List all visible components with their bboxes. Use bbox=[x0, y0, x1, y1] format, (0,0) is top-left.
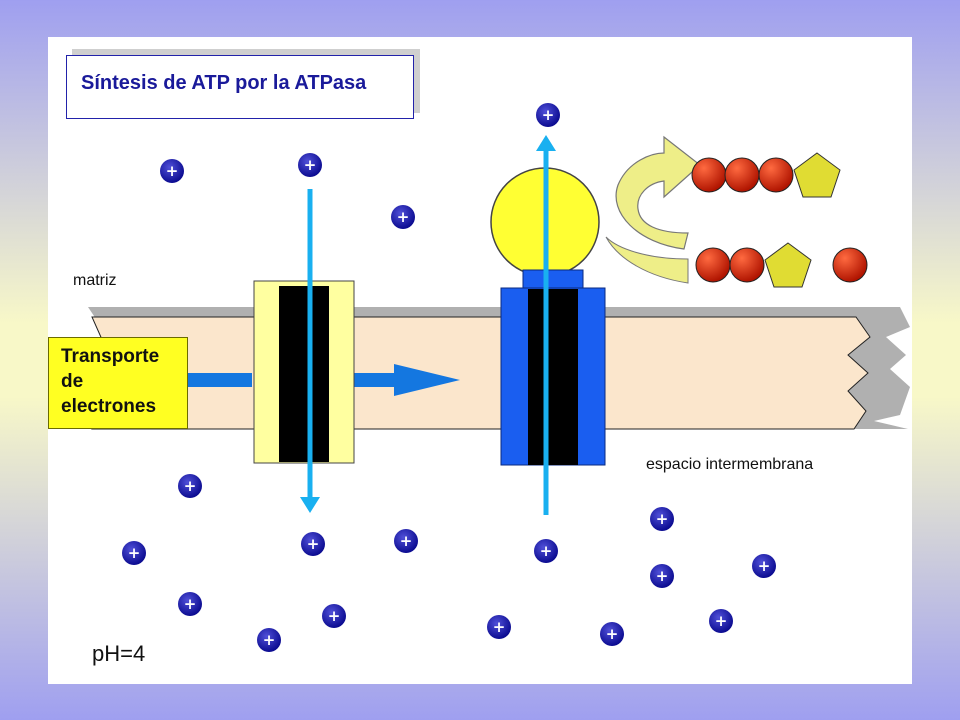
proton-sign: + bbox=[606, 625, 619, 643]
proton-pump-complex bbox=[253, 280, 355, 464]
synthesis-curved-arrow bbox=[605, 135, 701, 284]
page-title: Síntesis de ATP por la ATPasa bbox=[81, 72, 367, 94]
membrane bbox=[88, 307, 910, 430]
proton: + bbox=[394, 529, 418, 553]
proton-sign: + bbox=[715, 612, 728, 630]
phosphate bbox=[724, 157, 760, 193]
proton: + bbox=[160, 159, 184, 183]
electron-transport-box: Transporte de electrones bbox=[48, 337, 188, 429]
free-phosphate bbox=[832, 247, 868, 283]
proton-sign: + bbox=[184, 595, 197, 613]
diagram-canvas: + + + + + + + + + + + + + + + + + + Síntesis de ATP por l… bbox=[48, 37, 912, 684]
proton: + bbox=[257, 628, 281, 652]
proton: + bbox=[391, 205, 415, 229]
proton: + bbox=[301, 532, 325, 556]
proton-sign: + bbox=[493, 618, 506, 636]
electron-flow-arrow bbox=[186, 364, 460, 396]
proton: + bbox=[650, 564, 674, 588]
proton-sign: + bbox=[758, 557, 771, 575]
ribose-pentagon bbox=[764, 242, 812, 288]
phosphate bbox=[758, 157, 794, 193]
proton: + bbox=[709, 609, 733, 633]
proton-sign: + bbox=[128, 544, 141, 562]
proton: + bbox=[322, 604, 346, 628]
transport-line-2: de bbox=[61, 371, 84, 392]
proton-sign: + bbox=[328, 607, 341, 625]
phosphate bbox=[695, 247, 731, 283]
protons-group: + + + + + + + + + + + + + + + + + + bbox=[122, 103, 776, 652]
proton: + bbox=[752, 554, 776, 578]
proton: + bbox=[600, 622, 624, 646]
proton-sign: + bbox=[397, 208, 410, 226]
proton: + bbox=[178, 474, 202, 498]
proton-sign: + bbox=[184, 477, 197, 495]
proton: + bbox=[298, 153, 322, 177]
proton-sign: + bbox=[400, 532, 413, 550]
proton-sign: + bbox=[542, 106, 555, 124]
proton-sign: + bbox=[656, 567, 669, 585]
transport-line-1: Transporte bbox=[61, 346, 160, 367]
adp-and-phosphate bbox=[695, 242, 868, 288]
stalk bbox=[522, 269, 584, 291]
proton: + bbox=[487, 615, 511, 639]
proton: + bbox=[650, 507, 674, 531]
matrix-label: matriz bbox=[73, 272, 117, 289]
proton-arrow-up bbox=[536, 135, 556, 515]
intermembrane-label: espacio intermembrana bbox=[646, 456, 814, 473]
proton-sign: + bbox=[166, 162, 179, 180]
proton-sign: + bbox=[307, 535, 320, 553]
ph-label: pH=4 bbox=[92, 641, 146, 666]
ribose-pentagon bbox=[793, 152, 841, 198]
proton-sign: + bbox=[304, 156, 317, 174]
phosphate bbox=[691, 157, 727, 193]
proton: + bbox=[178, 592, 202, 616]
proton-arrow-down bbox=[300, 189, 320, 513]
proton: + bbox=[534, 539, 558, 563]
phosphate bbox=[729, 247, 765, 283]
proton-sign: + bbox=[656, 510, 669, 528]
electron-transport-label: Transporte de electrones bbox=[61, 344, 159, 419]
title-box: Síntesis de ATP por la ATPasa bbox=[66, 55, 414, 119]
proton: + bbox=[536, 103, 560, 127]
atp-molecule bbox=[691, 152, 841, 198]
proton-sign: + bbox=[540, 542, 553, 560]
proton-sign: + bbox=[263, 631, 276, 649]
proton: + bbox=[122, 541, 146, 565]
transport-line-3: electrones bbox=[61, 396, 157, 417]
diagram-svg: + + + + + + + + + + + + + + + + + + bbox=[88, 103, 910, 652]
